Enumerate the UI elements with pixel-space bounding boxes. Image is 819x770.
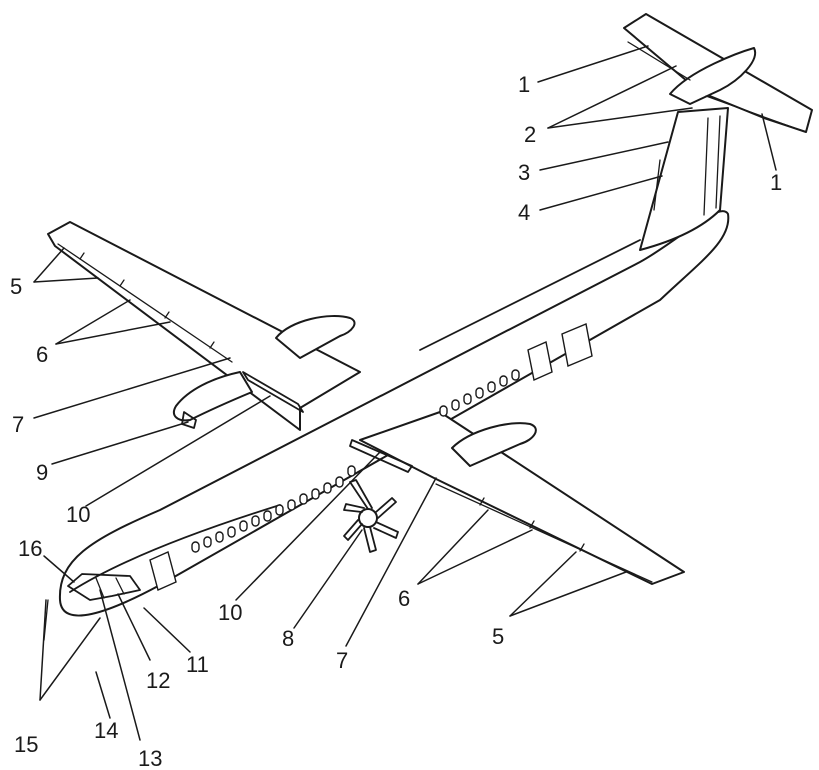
- callout-4: 4: [518, 200, 530, 225]
- callout-8: 8: [282, 626, 294, 651]
- horizontal-stabilizer: [623, 13, 813, 133]
- right-nacelle: [451, 422, 537, 467]
- callout-6-left: 6: [36, 342, 48, 367]
- cabin-windows-near: [191, 465, 356, 553]
- callout-7-right: 7: [336, 648, 348, 673]
- left-wing: [47, 221, 361, 431]
- callout-15: 15: [14, 732, 38, 757]
- callout-1-right: 1: [770, 170, 782, 195]
- fuselage: [58, 210, 730, 617]
- callout-13: 13: [138, 746, 162, 770]
- callout-10-right: 10: [218, 600, 242, 625]
- left-lower-nacelle: [172, 371, 253, 429]
- callout-10-left: 10: [66, 502, 90, 527]
- vertical-stabilizer: [639, 107, 729, 251]
- left-upper-nacelle: [275, 315, 356, 359]
- callout-16: 16: [18, 536, 42, 561]
- callout-5-right: 5: [492, 624, 504, 649]
- callout-12: 12: [146, 668, 170, 693]
- callout-6-right: 6: [398, 586, 410, 611]
- propeller: [343, 479, 399, 553]
- callout-11: 11: [186, 652, 209, 677]
- callout-labels: 1 1 2 3 4 5 5 6 6 7 7 8 9 10 10 11 12 13…: [10, 72, 782, 770]
- doors: [149, 323, 593, 591]
- callout-7-left: 7: [12, 412, 24, 437]
- cabin-windows-far: [439, 369, 520, 417]
- callout-3: 3: [518, 160, 530, 185]
- callout-14: 14: [94, 718, 118, 743]
- callout-1-upper: 1: [518, 72, 530, 97]
- callout-2: 2: [524, 122, 536, 147]
- callout-9: 9: [36, 460, 48, 485]
- leader-lines: [33, 45, 777, 741]
- callout-5-left: 5: [10, 274, 22, 299]
- right-wing: [349, 411, 685, 585]
